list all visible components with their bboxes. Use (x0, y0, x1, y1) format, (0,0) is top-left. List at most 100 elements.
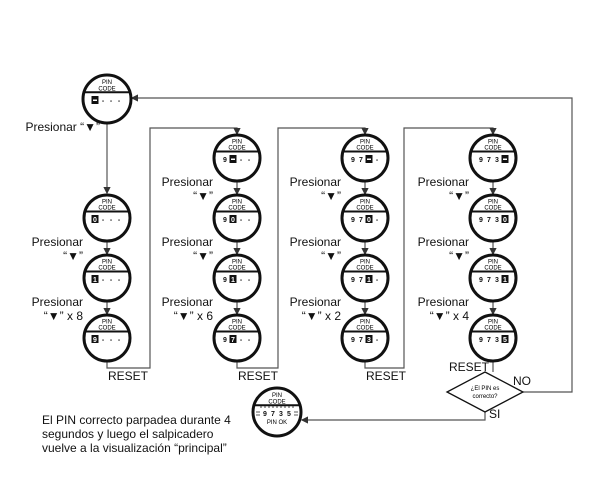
display-header-pin: PIN (488, 320, 498, 326)
result-note: El PIN correcto parpadea durante 4 segun… (42, 413, 231, 455)
reset-label: RESET (238, 369, 279, 383)
result-note-line2: segundos y luego el salpicadero (42, 427, 214, 441)
display-bezel (340, 133, 390, 183)
reset-loop-line (106, 127, 241, 369)
display-bezel (340, 253, 390, 303)
digit: - (240, 277, 243, 284)
digit: 5 (287, 411, 291, 418)
result-note-line3: vuelve a la visualización “principal” (42, 441, 227, 455)
digit: 7 (487, 337, 491, 344)
digit: - (376, 217, 379, 224)
active-digit-cursor (365, 275, 373, 283)
displays: PINCODE---PINCODE0---PINCODE1---PINCODE9… (81, 73, 518, 438)
active-digit: 3 (367, 337, 371, 344)
digit: - (248, 157, 251, 164)
press-label: Presionar (417, 295, 469, 309)
digit: - (110, 98, 113, 105)
display-header-pin: PIN (488, 260, 498, 266)
press-count-label: “▼” (449, 249, 469, 263)
digit: - (118, 337, 121, 344)
display-bezel (468, 253, 518, 303)
display-header-pin: PIN (232, 260, 242, 266)
digit: 9 (479, 277, 483, 284)
display-bezel (81, 73, 133, 125)
digit: 7 (487, 277, 491, 284)
empty-digit-dash (93, 99, 97, 101)
digit: - (110, 337, 113, 344)
display-header-pin: PIN (360, 140, 370, 146)
press-label: Presionar (417, 235, 469, 249)
press-label: Presionar (31, 295, 83, 309)
press-count-label: “▼” x 4 (429, 309, 469, 323)
digit: 3 (495, 337, 499, 344)
digit: 9 (223, 277, 227, 284)
active-digit: 5 (503, 337, 507, 344)
digit: 9 (479, 157, 483, 164)
display-header-pin: PIN (360, 200, 370, 206)
display-header-pin: PIN (272, 393, 282, 399)
display-header-code: CODE (484, 146, 501, 152)
display-header-code: CODE (228, 266, 245, 272)
decision-diamond (445, 371, 525, 413)
display-header-code: CODE (356, 266, 373, 272)
display-header-pin: PIN (488, 140, 498, 146)
digit: 9 (223, 217, 227, 224)
digit: - (102, 337, 105, 344)
active-digit-cursor (365, 335, 373, 343)
digit: - (240, 337, 243, 344)
digit: 9 (479, 217, 483, 224)
press-count-label: “▼” (63, 249, 83, 263)
display-bezel (468, 193, 518, 243)
display-bezel (212, 313, 262, 363)
digit: - (118, 217, 121, 224)
display-header-pin: PIN (102, 260, 112, 266)
display-header-code: CODE (484, 266, 501, 272)
empty-digit-dash (503, 158, 507, 160)
press-label: Presionar (161, 295, 213, 309)
result-note-line1: El PIN correcto parpadea durante 4 (42, 413, 231, 427)
press-label: Presionar (417, 175, 469, 189)
digit: - (240, 157, 243, 164)
active-digit-cursor (229, 335, 237, 343)
display-bezel (340, 313, 390, 363)
display-header-code: CODE (356, 206, 373, 212)
digit: - (240, 217, 243, 224)
digit: 7 (487, 217, 491, 224)
display-header-pin: PIN (102, 320, 112, 326)
digit: - (102, 277, 105, 284)
display-header-code: CODE (228, 146, 245, 152)
digit: 9 (351, 157, 355, 164)
display-header-code: CODE (228, 206, 245, 212)
decision-text-line1: ¿El PIN es (471, 386, 500, 392)
press-count-label: “▼” (449, 189, 469, 203)
display-header-code: CODE (228, 326, 245, 332)
active-digit-cursor (91, 335, 99, 343)
empty-digit-dash (231, 158, 235, 160)
display-header-pin: PIN (360, 260, 370, 266)
display-header-code: CODE (98, 326, 115, 332)
digit: 3 (279, 411, 283, 418)
active-digit-cursor (91, 215, 99, 223)
active-digit: 0 (93, 217, 97, 224)
display-bezel (82, 313, 132, 363)
display-header-code: CODE (98, 86, 115, 92)
display-bezel (468, 313, 518, 363)
active-digit: 1 (93, 277, 97, 284)
active-digit-cursor (501, 335, 509, 343)
reset-label: RESET (366, 369, 407, 383)
reset-loop-line (364, 127, 497, 369)
active-digit-cursor (365, 215, 373, 223)
active-digit-cursor (501, 215, 509, 223)
display-header-pin: PIN (232, 140, 242, 146)
pin-ok-text: PIN OK (267, 420, 287, 426)
press-label: Presionar (289, 175, 341, 189)
press-count-label: “▼” (321, 189, 341, 203)
decision-text-line2: correcto? (472, 394, 498, 400)
display-bezel (340, 193, 390, 243)
empty-digit-dash (367, 158, 371, 160)
